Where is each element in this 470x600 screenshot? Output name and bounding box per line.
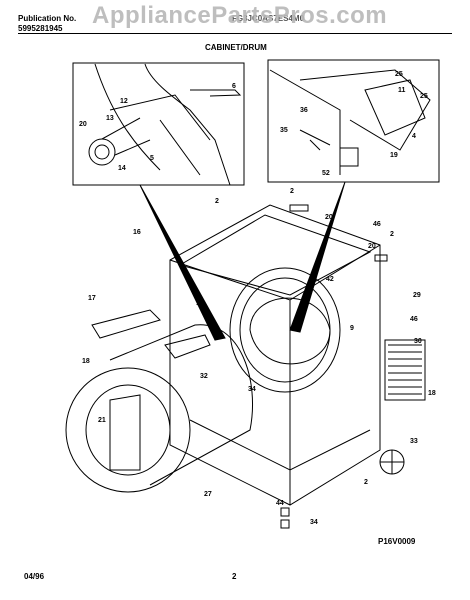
callout: 20	[79, 121, 87, 128]
callout: 6	[232, 83, 236, 90]
callout: 33	[410, 438, 418, 445]
front-rail	[91, 309, 161, 339]
callout: 34	[248, 386, 256, 393]
callout: 2	[215, 198, 219, 205]
callout: 20	[368, 243, 376, 250]
publication-number: 5995281945	[18, 24, 63, 33]
callout: 2	[364, 479, 368, 486]
callout: 2	[290, 188, 294, 195]
header-rule	[18, 33, 452, 34]
callout: 52	[322, 170, 330, 177]
model-code: FG3JC0AS7ES4M0	[232, 14, 305, 23]
callout: 4	[412, 133, 416, 140]
callout: 14	[118, 165, 126, 172]
callout: 13	[196, 300, 204, 307]
callout: 16	[133, 229, 141, 236]
callout: 35	[280, 127, 288, 134]
inset-left-frame	[72, 62, 245, 186]
inset-right-frame	[267, 59, 440, 183]
callout: 29	[413, 292, 421, 299]
callout: 18	[82, 358, 90, 365]
page-number: 2	[232, 572, 237, 581]
callout: 20	[325, 214, 333, 221]
publication-label: Publication No.	[18, 14, 77, 23]
callout: 5	[150, 155, 154, 162]
cabinet-outline	[169, 204, 381, 506]
callout: 12	[120, 98, 128, 105]
drum-front	[65, 367, 191, 493]
rear-grille	[384, 339, 426, 401]
callout: 2	[390, 231, 394, 238]
callout: 13	[106, 115, 114, 122]
callout: 17	[88, 295, 96, 302]
callout: 9	[350, 325, 354, 332]
watermark: AppliancePartsPros.com	[92, 2, 388, 29]
callout: 46	[410, 316, 418, 323]
callout: 30	[414, 338, 422, 345]
callout: 27	[204, 491, 212, 498]
callout: 25	[395, 71, 403, 78]
callout: 32	[200, 373, 208, 380]
footer-date: 04/96	[24, 572, 45, 581]
callout: 19	[390, 152, 398, 159]
callout: 25	[420, 93, 428, 100]
drum-body	[109, 324, 254, 486]
callout: 34	[310, 519, 318, 526]
callout: 42	[326, 276, 334, 283]
figure-code: P16V0009	[378, 537, 416, 546]
rear-bulkhead	[229, 267, 341, 393]
callout: 44	[276, 500, 284, 507]
callout: 21	[98, 417, 106, 424]
callout: 36	[300, 107, 308, 114]
section-title: CABINET/DRUM	[205, 43, 267, 52]
callout: 18	[428, 390, 436, 397]
callout: 46	[373, 221, 381, 228]
callout: 11	[398, 87, 406, 94]
